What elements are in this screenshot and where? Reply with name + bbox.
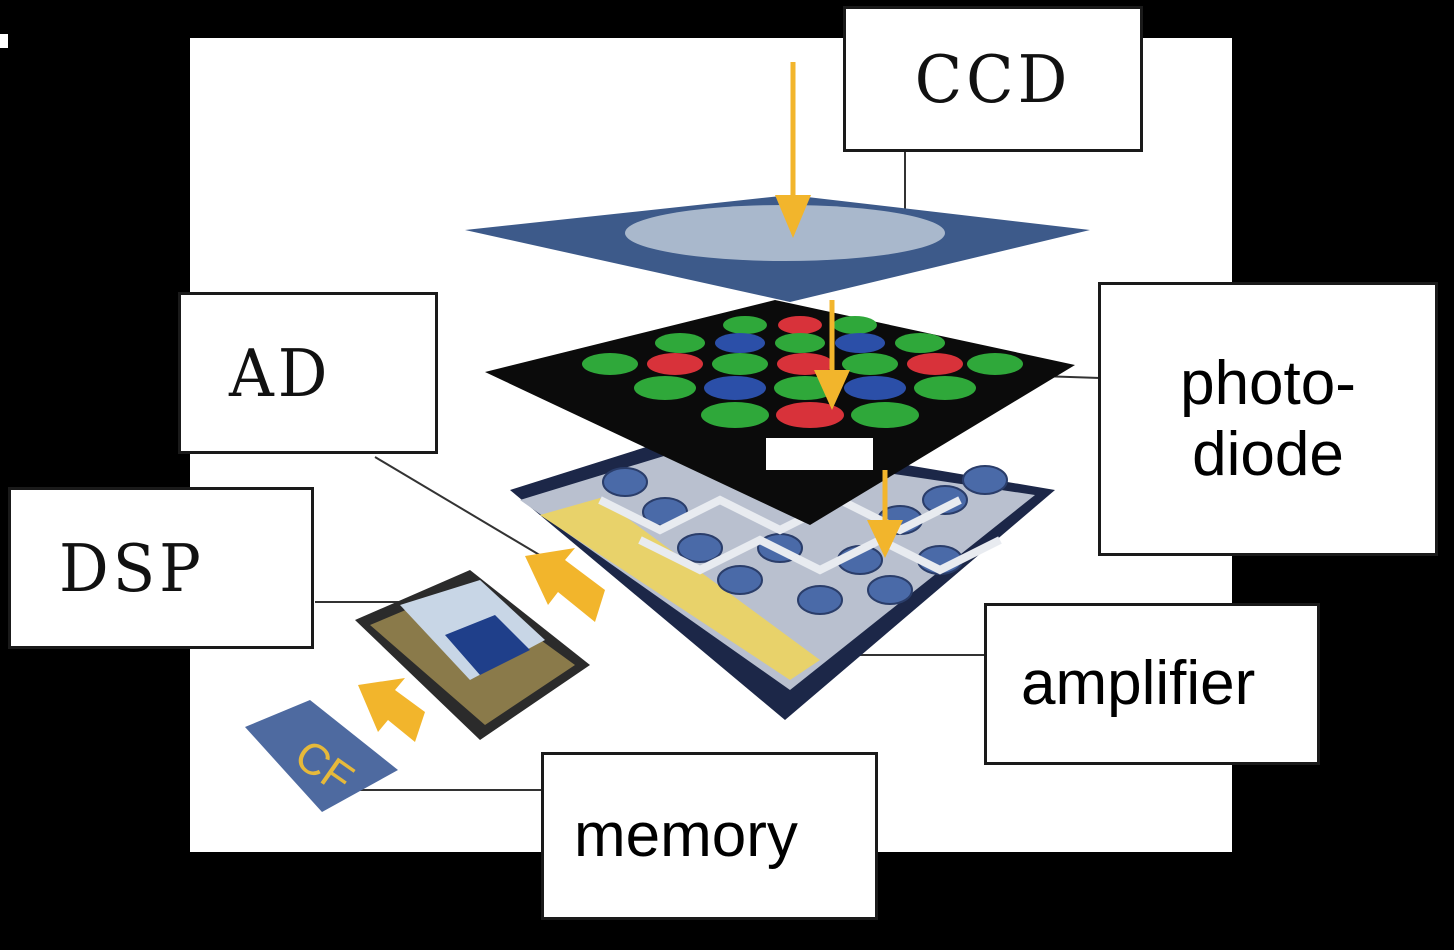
photodiode-label-box: photo- diode: [1098, 282, 1438, 556]
memory-label-box: memory: [541, 752, 878, 920]
amplifier-label: amplifier: [1021, 649, 1256, 719]
flow-arrow-icon: [775, 62, 811, 238]
chip-icon: [355, 570, 590, 740]
flow-arrow-icon: [525, 548, 605, 622]
ad-label: AD: [229, 334, 332, 412]
flow-arrow-icon: [814, 300, 850, 410]
sensor-array-icon: [485, 300, 1075, 525]
dsp-label-box: DSP: [8, 487, 314, 649]
flow-arrows: [358, 62, 903, 742]
photodiode-label-line1: photo-: [1180, 348, 1356, 418]
pixel-grid: [582, 316, 1023, 428]
circuit-board-icon: [510, 430, 1055, 720]
leader-ad: [374, 456, 549, 561]
photodiode-label-line2: diode: [1192, 420, 1344, 489]
white-marker: [766, 438, 873, 470]
flow-arrow-icon: [358, 678, 425, 742]
amplifier-label-box: amplifier: [984, 603, 1320, 765]
lens-icon: [465, 195, 1090, 302]
edge-mark: [0, 34, 8, 48]
ccd-label: CCD: [914, 40, 1072, 118]
flow-arrow-icon: [867, 470, 903, 558]
ccd-label-box: CCD: [843, 6, 1143, 152]
dsp-label: DSP: [59, 529, 205, 607]
ad-label-box: AD: [178, 292, 438, 454]
memory-label: memory: [574, 801, 798, 871]
